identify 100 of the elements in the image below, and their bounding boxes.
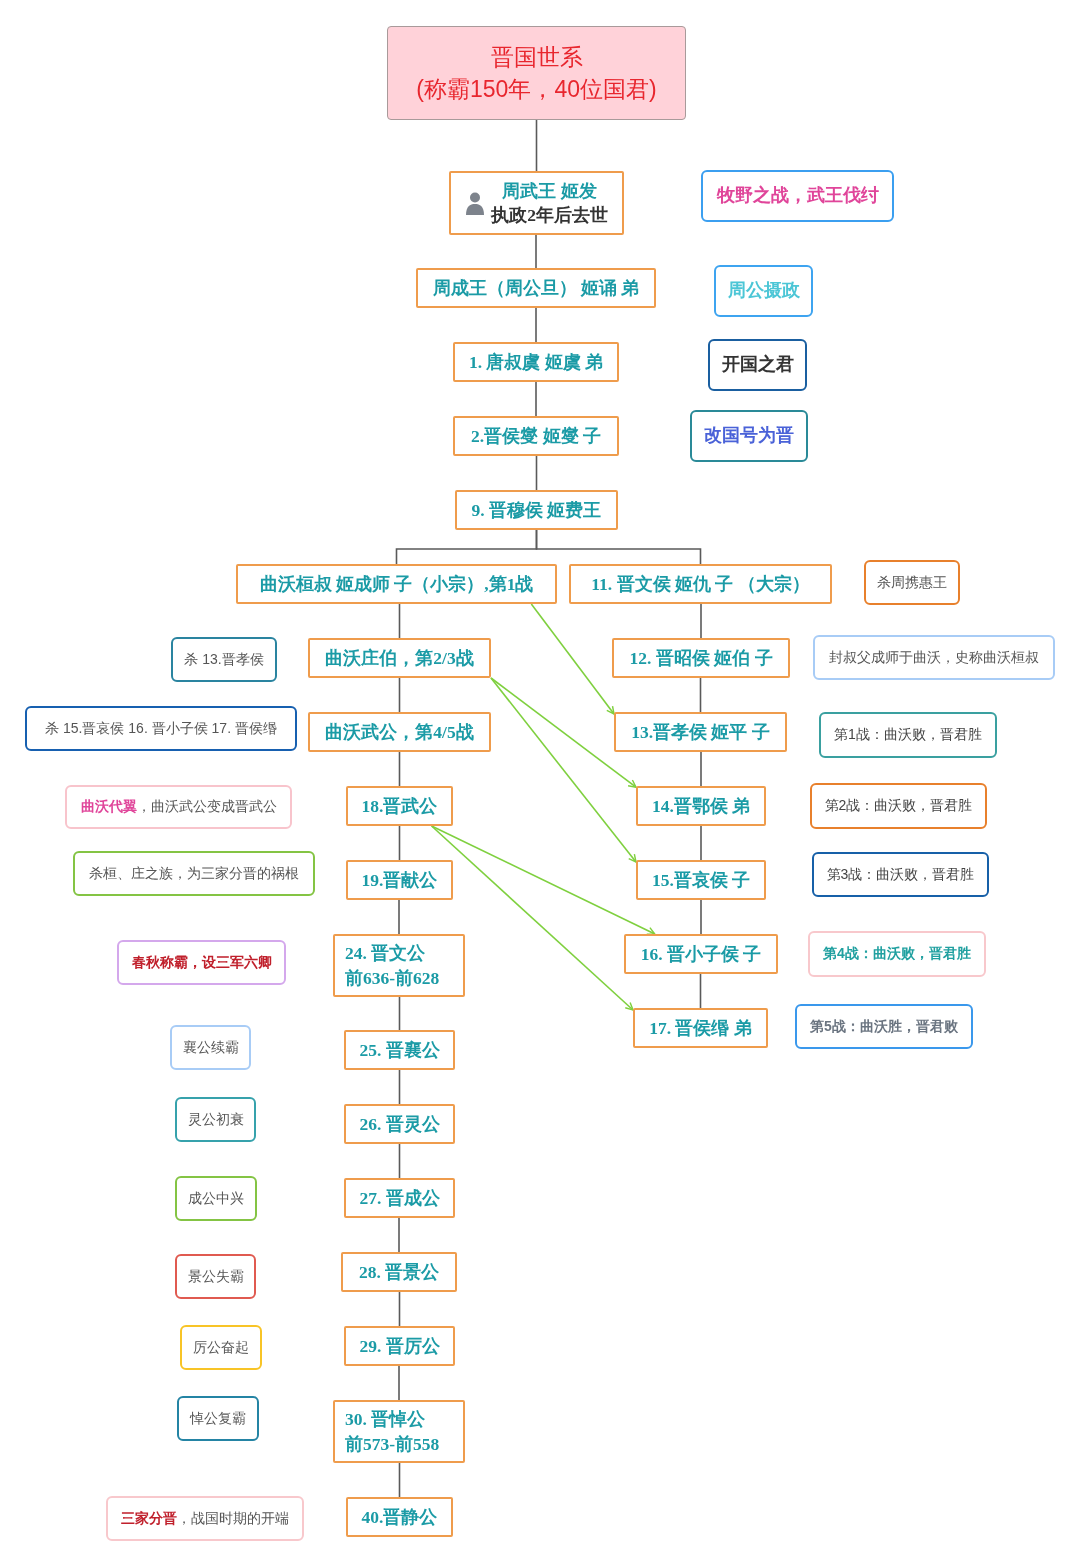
note-text: 第3战：曲沃败，晋君胜 bbox=[826, 864, 975, 884]
ruler-box bbox=[346, 1497, 453, 1537]
connector-line bbox=[398, 603, 401, 639]
reign-years: 前573-前558 bbox=[345, 1432, 440, 1456]
note-box bbox=[714, 265, 813, 317]
ruler-box bbox=[633, 1008, 768, 1048]
connector-line bbox=[398, 825, 401, 861]
ruler-box bbox=[612, 638, 790, 678]
connector-line bbox=[535, 119, 538, 172]
note-box bbox=[810, 783, 987, 829]
connector-line bbox=[398, 1143, 401, 1179]
connector-line bbox=[398, 1291, 401, 1327]
note-text: 牧野之战，武王伐纣 bbox=[716, 184, 879, 208]
note-box bbox=[106, 1496, 304, 1541]
connector-line bbox=[398, 1462, 401, 1498]
ruler-name: 9. 晋穆侯 姬费王 bbox=[471, 498, 602, 522]
ruler-box bbox=[344, 1104, 455, 1144]
note-text: 襄公续霸 bbox=[182, 1037, 239, 1057]
subtitle-text: (称霸150年，40位国君) bbox=[416, 75, 657, 104]
ruler-name: 1. 唐叔虞 姬虞 弟 bbox=[468, 350, 604, 374]
connector-line bbox=[398, 996, 401, 1031]
reign-years: 前636-前628 bbox=[345, 966, 440, 990]
note-box bbox=[175, 1254, 256, 1299]
note-box bbox=[690, 410, 808, 462]
note-box bbox=[175, 1176, 257, 1221]
connector-line bbox=[535, 307, 537, 343]
note-text: 开国之君 bbox=[721, 353, 794, 377]
arrow bbox=[490, 677, 637, 863]
note-text: 杀 15.晋哀侯 16. 晋小子侯 17. 晋侯缗 bbox=[45, 718, 277, 738]
note-text: 悼公复霸 bbox=[190, 1408, 246, 1428]
note-text: 成公中兴 bbox=[188, 1188, 244, 1208]
ruler-name: 周成王（周公旦） 姬诵 弟 bbox=[432, 276, 640, 300]
ruler-box bbox=[333, 934, 465, 997]
note-box bbox=[180, 1325, 262, 1370]
ruler-name: 11. 晋文侯 姬仇 子 （大宗） bbox=[591, 572, 810, 596]
connector-line bbox=[535, 234, 537, 269]
ruler-name: 曲沃庄伯，第2/3战 bbox=[325, 646, 474, 670]
connector-line bbox=[398, 899, 400, 935]
note-box bbox=[117, 940, 286, 985]
ruler-name: 30. 晋悼公 bbox=[345, 1408, 426, 1431]
note-text: 第4战：曲沃败，晋君胜 bbox=[823, 944, 971, 964]
connector-line bbox=[700, 603, 702, 639]
ruler-name: 2.晋侯燮 姬燮 子 bbox=[471, 424, 601, 448]
connector-line bbox=[700, 899, 702, 935]
connector-line bbox=[398, 1365, 400, 1401]
ruler-box bbox=[308, 712, 491, 752]
connector-line bbox=[699, 677, 702, 713]
connector-line bbox=[398, 1217, 400, 1253]
note-box bbox=[812, 852, 989, 897]
ruler-name: 28. 晋景公 bbox=[358, 1260, 440, 1284]
ruler-box bbox=[453, 342, 619, 382]
ruler-box bbox=[344, 1030, 455, 1070]
ruler-box bbox=[453, 416, 619, 456]
note-box bbox=[175, 1097, 256, 1142]
note-box bbox=[73, 851, 315, 896]
ruler-name: 曲沃桓叔 姬成师 子（小宗）,第1战 bbox=[259, 572, 534, 596]
connector-line bbox=[398, 1069, 401, 1105]
note-text: 厉公奋起 bbox=[193, 1337, 249, 1357]
ruler-name: 13.晋孝侯 姬平 子 bbox=[631, 720, 770, 744]
note-text: 灵公初衰 bbox=[187, 1109, 244, 1129]
note-text: 景公失霸 bbox=[187, 1266, 244, 1286]
ruler-box bbox=[346, 786, 453, 826]
ruler-box bbox=[636, 786, 766, 826]
ruler-box bbox=[346, 860, 453, 900]
ruler-name: 曲沃武公，第4/5战 bbox=[325, 720, 474, 744]
note-text: 第2战：曲沃败，晋君胜 bbox=[824, 796, 973, 816]
ruler-name: 40.晋静公 bbox=[361, 1505, 438, 1529]
ruler-box bbox=[236, 564, 557, 604]
connector-line bbox=[398, 751, 401, 787]
note-text: 封叔父成师于曲沃，史称曲沃桓叔 bbox=[829, 647, 1039, 667]
note-box bbox=[171, 637, 277, 682]
ruler-box bbox=[344, 1326, 455, 1366]
ruler-box bbox=[455, 490, 618, 530]
ruler-box bbox=[624, 934, 778, 974]
ruler-box bbox=[614, 712, 787, 752]
ruler-box bbox=[308, 638, 491, 678]
arrow bbox=[430, 825, 656, 935]
note-text: 第1战：曲沃败，晋君胜 bbox=[834, 725, 982, 745]
ruler-box bbox=[333, 1400, 465, 1463]
note-box bbox=[813, 635, 1055, 680]
ruler-name: 25. 晋襄公 bbox=[359, 1038, 440, 1062]
ruler-name: 17. 晋侯缗 弟 bbox=[649, 1016, 752, 1040]
ruler-box bbox=[636, 860, 766, 900]
connector-line bbox=[535, 529, 702, 565]
ruler-name: 24. 晋文公 bbox=[345, 942, 426, 965]
ruler-box bbox=[344, 1178, 455, 1218]
note-box bbox=[708, 339, 807, 391]
connector-line bbox=[398, 677, 401, 713]
connector-line bbox=[535, 381, 537, 417]
note-box bbox=[177, 1396, 259, 1441]
note-text: 周公摄政 bbox=[727, 279, 800, 303]
ruler-box bbox=[416, 268, 656, 308]
ruler-name: 26. 晋灵公 bbox=[359, 1112, 440, 1136]
connector-line bbox=[535, 455, 538, 491]
note-text: 杀周携惠王 bbox=[877, 572, 947, 592]
connector-line bbox=[700, 751, 702, 787]
note-text: 春秋称霸，设三军六卿 bbox=[131, 952, 272, 972]
arrow bbox=[490, 677, 637, 788]
ruler-name: 27. 晋成公 bbox=[359, 1186, 440, 1210]
note-box bbox=[170, 1025, 251, 1070]
